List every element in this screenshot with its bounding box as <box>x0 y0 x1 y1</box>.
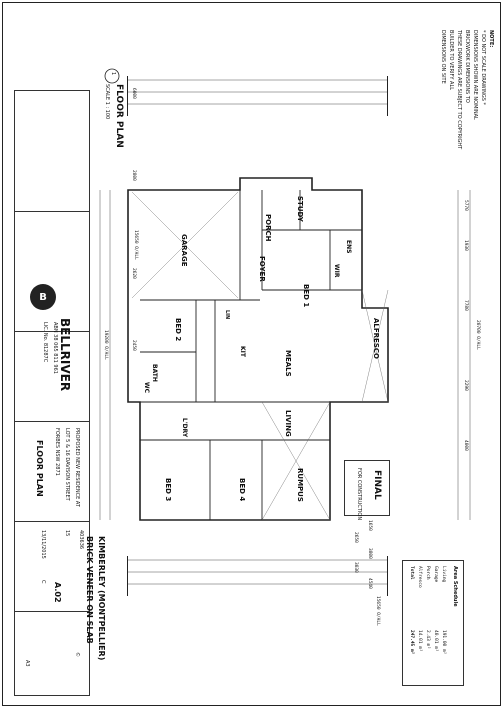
title-row-divider <box>15 611 89 612</box>
dim-top-1: 6000 <box>131 88 136 99</box>
room-bed3: BED 3 <box>164 478 172 502</box>
area-row-label: Porch <box>425 566 430 580</box>
room-garage: GARAGE <box>180 234 188 267</box>
dim-bottom-2: 3800 <box>367 548 372 559</box>
view-number-circle <box>104 68 120 84</box>
room-meals: MEALS <box>284 350 292 377</box>
area-row-value: 191.00 m² <box>441 630 446 655</box>
title-row-divider <box>15 421 89 422</box>
view-title: FLOOR PLAN <box>114 84 124 148</box>
note-line: * DO NOT SCALE DRAWINGS * <box>480 30 486 105</box>
company-logo: B <box>30 284 56 310</box>
overall-dim-right: 20700 O/ALL <box>475 320 480 350</box>
final-stamp-sub: FOR CONSTRUCTION <box>356 468 362 521</box>
note-line: THESE DRAWINGS ARE SUBJECT TO COPYRIGHT <box>456 30 462 150</box>
area-row-value: 14.01 m² <box>417 630 422 652</box>
overall-dim-left: 19200 O/ALL <box>103 330 108 360</box>
note-line: BUILDER TO VERIFY ALL <box>448 30 454 91</box>
dim-right-3: 7780 <box>463 300 468 311</box>
garage-roof-lines <box>131 191 239 299</box>
room-wir: WIR <box>333 264 340 278</box>
title-row-divider <box>15 211 89 212</box>
overall-dim-bottom: 15650 O/ALL <box>375 596 380 626</box>
area-row-label: Living <box>441 566 446 583</box>
view-scale: SCALE 1 : 100 <box>104 84 110 120</box>
room-porch: PORCH <box>264 214 272 242</box>
room-bed4: BED 4 <box>238 478 246 502</box>
area-schedule-box <box>402 560 464 686</box>
title-block <box>14 90 90 696</box>
room-bath: BATH <box>151 364 158 382</box>
external-walls <box>127 177 389 521</box>
final-stamp-box <box>344 460 390 516</box>
room-living: LIVING <box>284 410 292 437</box>
area-row-value: 2.43 m² <box>425 630 430 649</box>
room-foyer: FOYER <box>258 256 266 282</box>
room-bed2: BED 2 <box>174 318 182 342</box>
note-line: DIMENSIONS ON SITE <box>440 30 446 84</box>
room-kit: KIT <box>239 346 246 357</box>
dimension-ticks <box>127 76 388 596</box>
area-row-value: 40.01 m² <box>433 630 438 652</box>
room-wc: WC <box>143 382 150 394</box>
note-line: BRICKWORK DIMENSIONS TO <box>464 30 470 103</box>
dimension-lines <box>99 79 471 585</box>
internal-walls <box>140 190 362 520</box>
room-study: STUDY <box>296 196 304 222</box>
alfresco-roof-lines <box>361 289 389 403</box>
room-rumpus: RUMPUS <box>296 468 304 502</box>
dim-bottom-4: 2650 <box>353 532 358 543</box>
room-ldry: L'DRY <box>181 418 188 438</box>
room-lin: LIN <box>224 310 230 320</box>
dim-bottom-1: 1650 <box>367 520 372 531</box>
title-row-divider <box>15 521 89 522</box>
note-line: DIMENSIONS SHOWN ARE NOMINAL <box>472 30 478 120</box>
dim-top-4: 2450 <box>131 340 136 351</box>
dim-bottom-5: 3030 <box>353 562 358 573</box>
dim-right-4: 2290 <box>463 380 468 391</box>
area-row-value: 247.45 m² <box>409 630 414 655</box>
area-row-label: Total <box>409 566 414 580</box>
title-row-divider <box>15 331 89 332</box>
final-stamp: FINAL <box>372 470 382 500</box>
area-row-label: Alfresco <box>417 566 422 588</box>
room-ens: ENS <box>345 240 352 254</box>
living-roof-lines <box>261 401 331 521</box>
room-bed1: BED 1 <box>302 284 310 308</box>
area-row-label: Garage <box>433 566 438 583</box>
dim-right-2: 1930 <box>463 240 468 251</box>
dim-bottom-3: 4540 <box>367 578 372 589</box>
notes-heading: NOTE: <box>488 30 494 48</box>
view-number: 1 <box>110 72 116 76</box>
dim-top-2: 2800 <box>131 170 136 181</box>
overall-dim-top: 15650 O/ALL <box>133 230 138 260</box>
dim-top-3: 2620 <box>131 268 136 279</box>
room-alfresco: ALFRESCO <box>372 318 380 359</box>
dim-right-5: 4000 <box>463 440 468 451</box>
dim-right-1: 5770 <box>463 200 468 211</box>
area-schedule-heading: Area Schedule <box>452 566 458 607</box>
